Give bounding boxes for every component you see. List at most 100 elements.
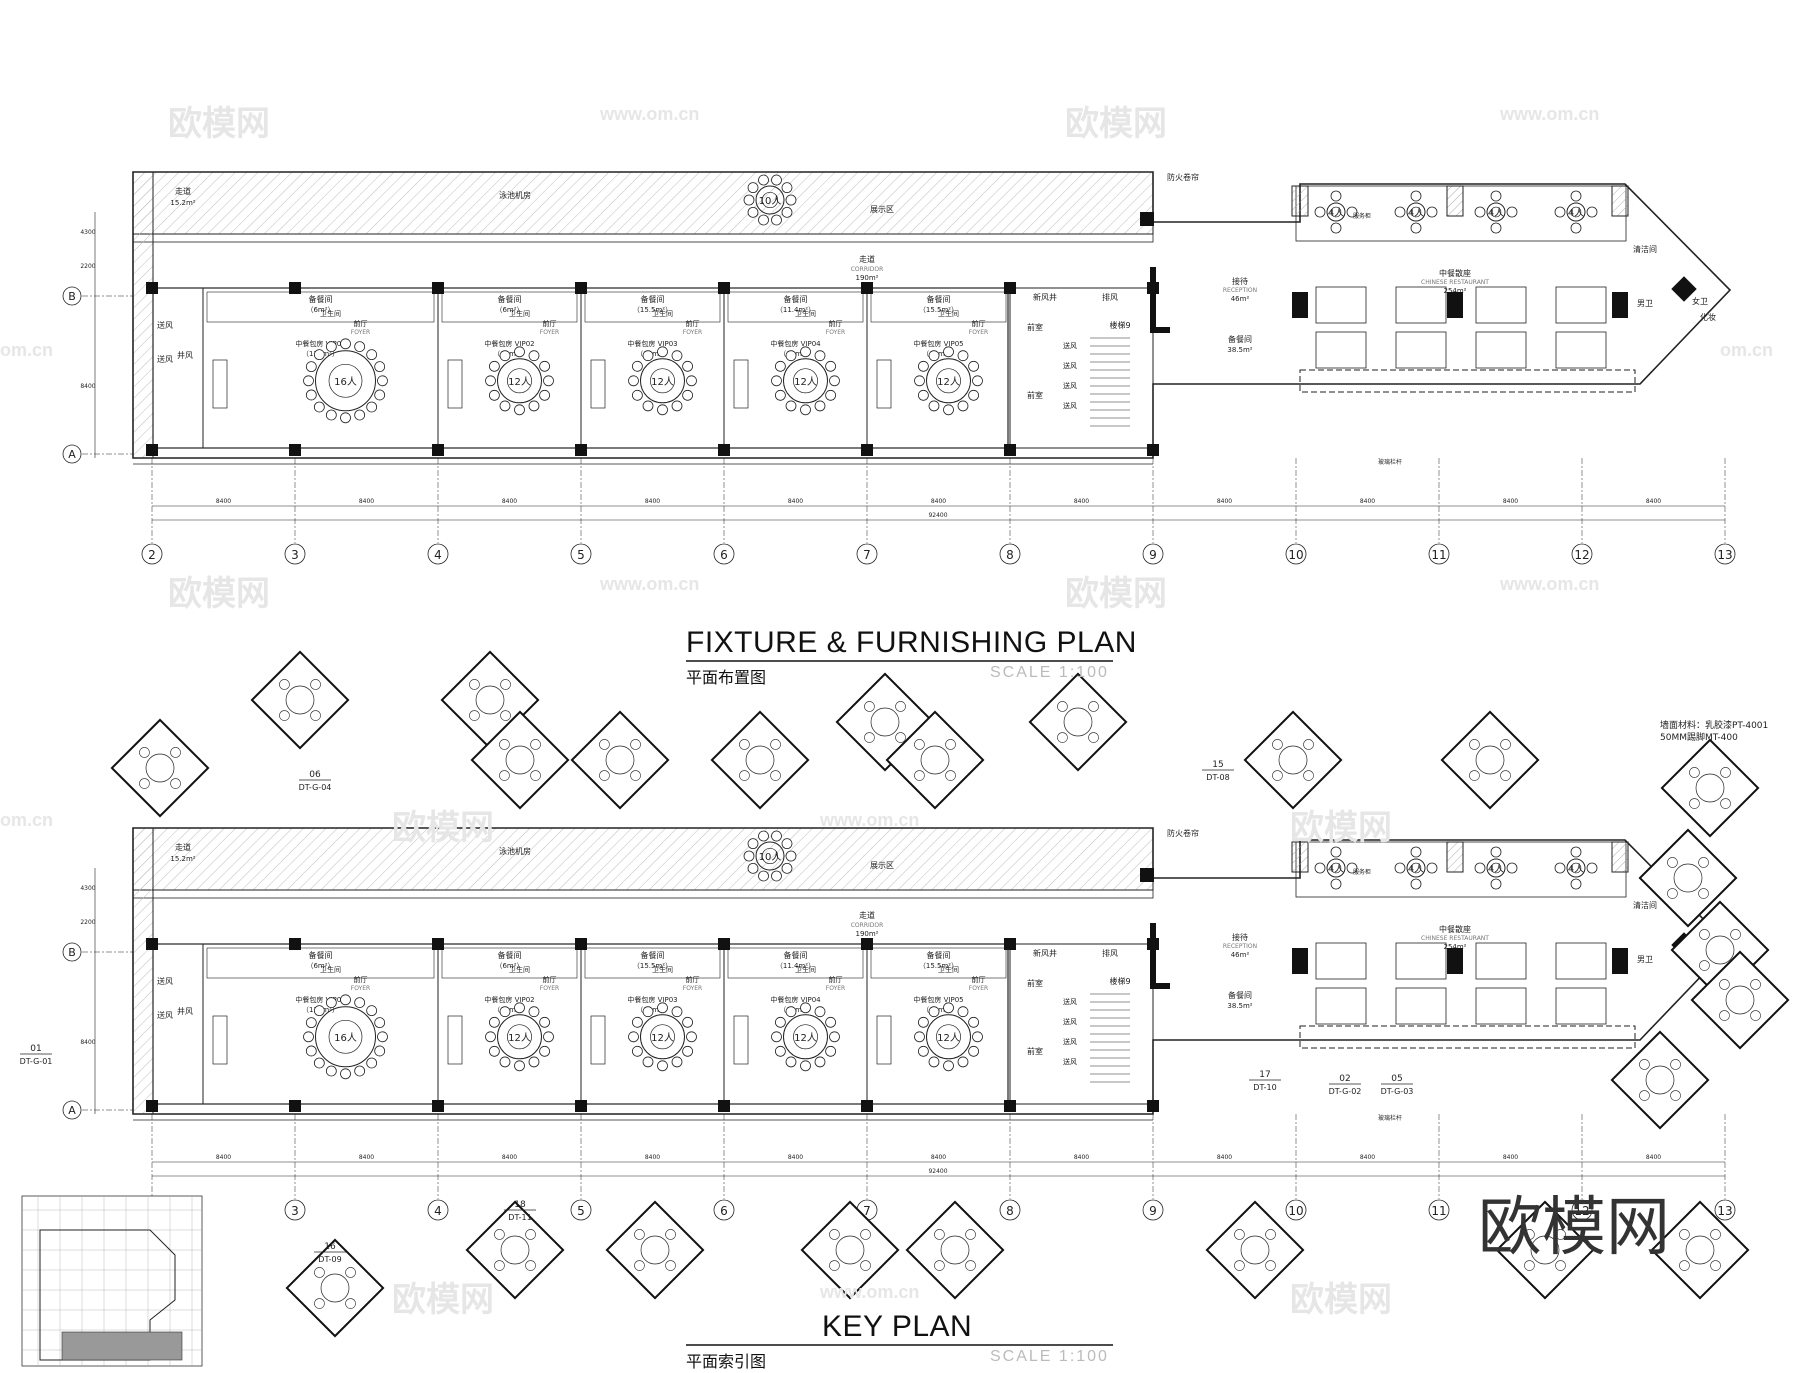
foyer-label: 前厅 [354,975,368,984]
table-index-seat [170,747,181,758]
chair [1490,878,1502,890]
bay-dimension-text: 8400 [1217,1154,1232,1161]
chair [642,1006,654,1018]
bay-dimension-text: 8400 [1074,498,1089,505]
wc-label: 卫生间 [795,309,816,318]
table-index-seat [945,770,956,781]
chair [682,360,694,372]
grid-column-bubble [1714,1199,1736,1221]
table-index-seat [934,1229,945,1240]
wall-line [132,889,1154,899]
grid-row-label: A [68,448,76,461]
table-index-seat [1689,767,1700,778]
round-table [1326,202,1346,222]
chair [377,1031,388,1043]
thumbnail-highlight [61,1331,183,1361]
table-capacity-label: 12人 [508,376,531,388]
clean-room-label: 清洁间 [1633,244,1657,254]
structural-column [1447,948,1463,974]
chair [825,1016,837,1028]
air-supply-label: 送风 [1063,1037,1077,1046]
plan-subtitle-fixture: 平面布置图 [686,668,767,687]
exhaust-label: 排风 [1102,292,1118,302]
watermark-logo: 欧模网 [1065,574,1167,614]
structural-column [1004,938,1016,950]
round-table [1566,202,1586,222]
table-index-seat [965,1229,976,1240]
chair [313,1057,325,1069]
chair [743,194,755,206]
table-index-seat [634,1260,645,1271]
callout-number: 05 [1391,1074,1402,1084]
sofa [447,359,463,409]
table-index-tag [1650,1200,1750,1300]
table-index-seat [1524,1229,1535,1240]
watermark-logo: 欧模网 [168,104,270,144]
table-index-seat [500,679,511,690]
chair [972,1031,983,1043]
grid-row-label: A [68,1104,76,1117]
chair [1474,862,1486,874]
lazy-susan [1490,206,1502,218]
table-index-seat [895,701,906,712]
chair [485,375,496,387]
table-index-seat [1750,1010,1761,1021]
chair [1330,222,1342,234]
table-index-tag [1243,710,1343,810]
restaurant-area: 254m² [1444,943,1467,951]
table-index-tag [885,710,985,810]
watermark-logo-large: 欧模网 [1478,1191,1670,1265]
chair [814,1056,826,1068]
chair [1314,206,1326,218]
table-index-circle [835,1235,865,1265]
dimension-text: 2200 [80,919,95,926]
chair [514,346,525,358]
structural-column [861,1100,873,1112]
structural-column [861,444,873,456]
lazy-susan [507,1024,532,1050]
sofa [590,359,606,409]
grid-column-label: 6 [720,548,728,562]
table-index-seat [499,770,510,781]
chair [785,350,797,362]
grid-column-label: 5 [577,1204,585,1218]
chair [825,360,837,372]
table-index-seat [1057,732,1068,743]
dimension-text: 8400 [80,1039,95,1046]
structural-column [718,282,730,294]
lazy-susan [650,368,675,394]
pantry-area: （6m²） [306,306,334,314]
table-index-seat [530,739,541,750]
pantry-label: 备餐间 [498,950,522,960]
pantry-area: （11.4m²） [776,962,815,970]
sofa [733,1015,749,1065]
chair [1410,878,1422,890]
bay-dimension-text: 8400 [645,498,660,505]
chair [528,1006,540,1018]
callout-reference: DT-09 [318,1255,341,1264]
pantry-area: （6m²） [495,306,523,314]
chair [671,350,683,362]
table-index-seat [1555,1260,1566,1271]
bay-dimension-text: 8400 [216,1154,231,1161]
corridor-area: 190m² [856,274,879,282]
chair [917,389,929,401]
table-index-circle [640,1235,670,1265]
lazy-susan [936,1024,961,1050]
watermark-url: www.om.cn [820,1282,920,1302]
pantry-strip [441,947,578,979]
pantry-label: 备餐间 [309,950,333,960]
chair [325,1065,337,1077]
pantry-label: 备餐间 [498,294,522,304]
foyer-label: 前厅 [829,975,843,984]
table-index-seat [1689,798,1700,809]
round-table [783,1014,828,1060]
pantry-label: 备餐间 [641,950,665,960]
structural-column [1292,292,1308,318]
pantry-area: （15.5m²） [633,962,672,970]
corridor-en-label: CORRIDOR [851,266,884,273]
chair [539,389,551,401]
lazy-susan [1570,206,1582,218]
chair [774,389,786,401]
pantry-strip [727,291,864,323]
